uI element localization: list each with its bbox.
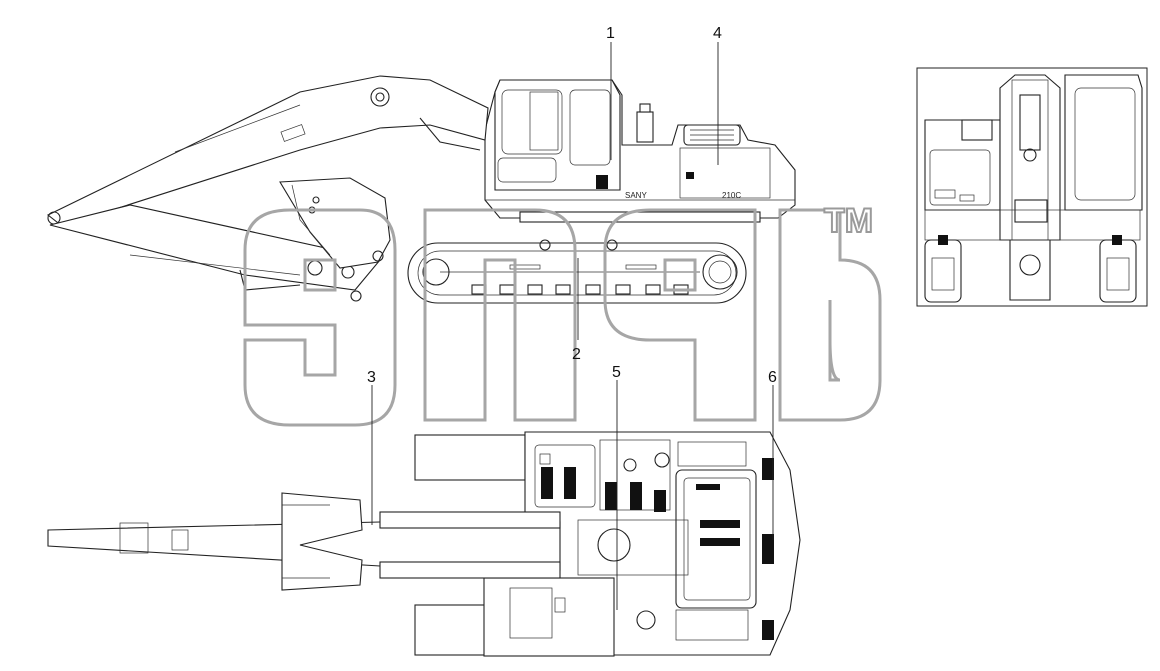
top-view bbox=[47, 431, 801, 657]
callout-4: 4 bbox=[713, 25, 722, 42]
callout-2: 2 bbox=[572, 346, 581, 363]
trademark-symbol: TM bbox=[824, 202, 873, 240]
arm bbox=[49, 204, 382, 302]
front-view bbox=[916, 67, 1148, 307]
side-view: SANY 210C bbox=[46, 75, 796, 304]
track-frame bbox=[407, 239, 747, 304]
leader-lines bbox=[371, 42, 774, 610]
boom bbox=[46, 75, 489, 227]
model-decal: 210C bbox=[722, 191, 741, 200]
cab: SANY bbox=[494, 79, 647, 200]
callout-3: 3 bbox=[367, 369, 376, 386]
front-track-left bbox=[924, 235, 962, 303]
cab-brand-decal: SANY bbox=[625, 191, 647, 200]
front-track-right bbox=[1099, 235, 1137, 303]
bucket bbox=[279, 177, 391, 269]
callout-labels: 1 4 2 3 5 6 bbox=[367, 25, 777, 386]
watermark-logo: TM bbox=[243, 201, 882, 427]
callout-5: 5 bbox=[612, 364, 621, 381]
engine-hood: 210C bbox=[636, 103, 771, 200]
callout-6: 6 bbox=[768, 369, 777, 386]
radiator-grid bbox=[696, 484, 740, 546]
callout-1: 1 bbox=[606, 25, 615, 42]
